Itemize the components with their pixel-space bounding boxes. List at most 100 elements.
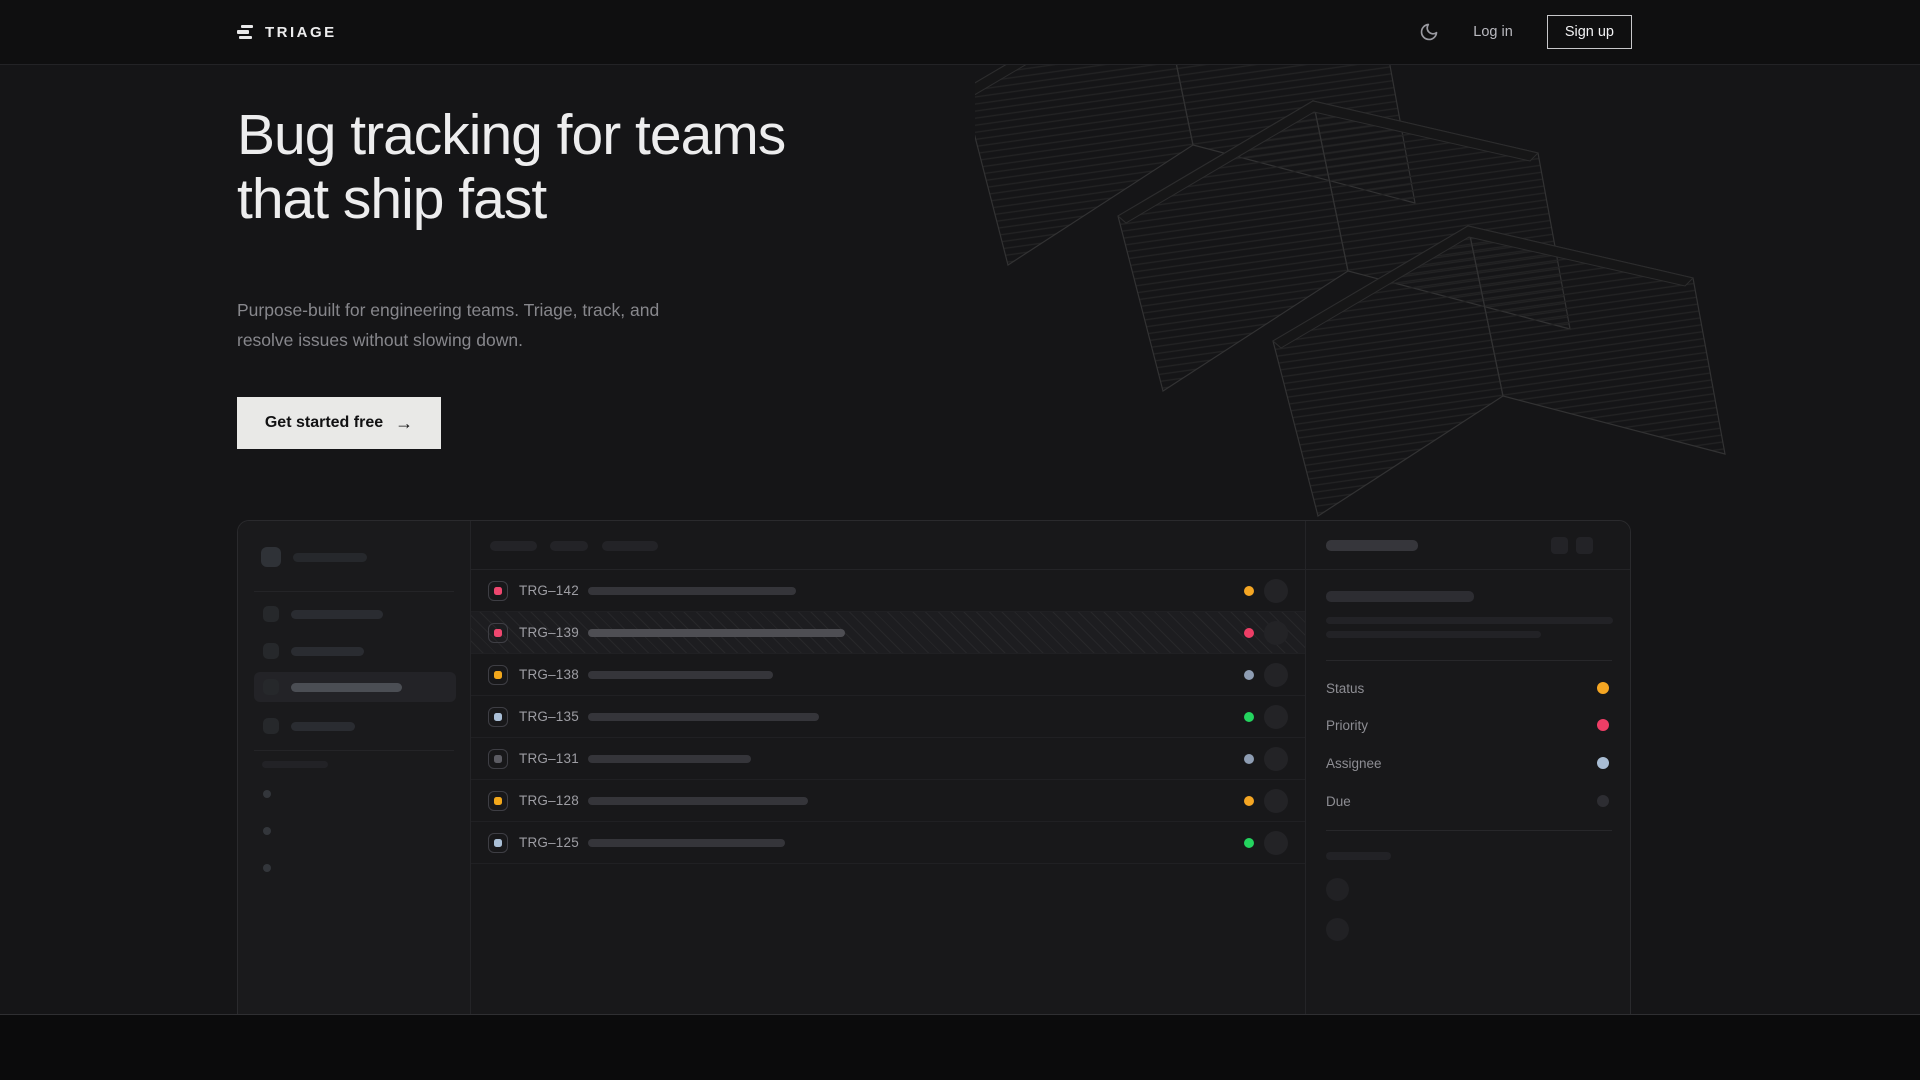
assignee-value-dot bbox=[1597, 757, 1609, 769]
arrow-right-icon: → bbox=[395, 412, 414, 433]
section-label-skeleton bbox=[1326, 852, 1391, 860]
issue-row[interactable]: TRG–135 bbox=[471, 696, 1305, 738]
issue-id: TRG–125 bbox=[519, 835, 579, 850]
hero-subtitle-line2: resolve issues without slowing down. bbox=[237, 330, 523, 350]
mockup-sidebar bbox=[238, 521, 471, 1014]
panel-divider bbox=[1326, 660, 1612, 661]
issue-type-icon bbox=[488, 832, 508, 853]
workspace-name-skeleton bbox=[293, 552, 367, 562]
app-mockup: TRG–142 TRG–139 TRG–138 bbox=[237, 520, 1631, 1014]
property-label: Assignee bbox=[1326, 756, 1382, 771]
top-nav: TRIAGE Log in Sign up bbox=[0, 0, 1920, 65]
workspace-avatar bbox=[261, 547, 281, 567]
assignee-avatar[interactable] bbox=[1264, 788, 1288, 813]
get-started-label: Get started free bbox=[264, 414, 384, 431]
due-value-dot bbox=[1597, 795, 1609, 807]
issue-type-icon bbox=[488, 706, 508, 727]
issue-id: TRG–138 bbox=[519, 667, 579, 682]
property-row-due[interactable]: Due bbox=[1326, 794, 1612, 809]
sidebar-section-label-skeleton bbox=[262, 761, 328, 768]
issue-list-header bbox=[471, 521, 1305, 570]
signup-button[interactable]: Sign up bbox=[1546, 15, 1632, 49]
description-line-skeleton bbox=[1326, 617, 1613, 624]
issue-row[interactable]: TRG–128 bbox=[471, 780, 1305, 822]
property-row-status[interactable]: Status bbox=[1326, 681, 1612, 696]
sidebar-item-label-skeleton bbox=[291, 721, 355, 731]
workspace-switcher[interactable] bbox=[261, 547, 367, 567]
detail-title-skeleton bbox=[1326, 540, 1418, 551]
status-dot bbox=[1244, 669, 1254, 680]
detail-action-button[interactable] bbox=[1551, 537, 1568, 554]
sidebar-item-1[interactable] bbox=[254, 599, 456, 629]
issue-row[interactable]: TRG–125 bbox=[471, 822, 1305, 864]
property-label: Status bbox=[1326, 681, 1365, 696]
status-dot bbox=[1244, 627, 1254, 638]
moon-icon[interactable] bbox=[1419, 22, 1439, 42]
list-tab-skeleton[interactable] bbox=[550, 541, 588, 551]
detail-action-button[interactable] bbox=[1576, 537, 1593, 554]
sidebar-item-4[interactable] bbox=[254, 711, 456, 741]
sidebar-item-label-skeleton bbox=[291, 682, 402, 692]
issue-row[interactable]: TRG–131 bbox=[471, 738, 1305, 780]
status-dot bbox=[1244, 711, 1254, 722]
comment-avatar-skeleton bbox=[1326, 918, 1349, 941]
issue-id: TRG–131 bbox=[519, 751, 579, 766]
comment-avatar-skeleton bbox=[1326, 878, 1349, 901]
issue-list: TRG–142 TRG–139 TRG–138 bbox=[471, 521, 1306, 1014]
detail-panel: Status Priority Assignee Due bbox=[1306, 521, 1630, 1014]
hero-section: Bug tracking for teams that ship fast Pu… bbox=[0, 65, 1920, 1014]
status-value-dot bbox=[1597, 682, 1609, 694]
assignee-avatar[interactable] bbox=[1264, 578, 1288, 603]
issue-title-skeleton bbox=[588, 754, 751, 763]
status-dot bbox=[1244, 795, 1254, 806]
nav-actions: Log in Sign up bbox=[1419, 0, 1632, 64]
assignee-avatar[interactable] bbox=[1264, 746, 1288, 771]
list-tab-skeleton[interactable] bbox=[602, 541, 658, 551]
priority-value-dot bbox=[1597, 719, 1609, 731]
login-link[interactable]: Log in bbox=[1473, 24, 1513, 40]
assignee-avatar[interactable] bbox=[1264, 662, 1288, 687]
issue-id: TRG–135 bbox=[519, 709, 579, 724]
sidebar-item-2[interactable] bbox=[254, 636, 456, 666]
assignee-avatar[interactable] bbox=[1264, 830, 1288, 855]
brand-logo[interactable]: TRIAGE bbox=[237, 0, 337, 64]
issue-row[interactable]: TRG–138 bbox=[471, 654, 1305, 696]
issue-type-icon bbox=[488, 580, 508, 601]
get-started-button[interactable]: Get started free → bbox=[237, 397, 441, 449]
issue-row-selected[interactable]: TRG–139 bbox=[471, 612, 1305, 654]
property-row-assignee[interactable]: Assignee bbox=[1326, 756, 1612, 771]
hero-subtitle: Purpose-built for engineering teams. Tri… bbox=[237, 295, 659, 355]
issue-title-skeleton bbox=[588, 838, 785, 847]
status-dot bbox=[1244, 585, 1254, 596]
issue-title-skeleton bbox=[588, 796, 808, 805]
issue-title-skeleton bbox=[588, 628, 845, 637]
sidebar-item-label-skeleton bbox=[291, 646, 364, 656]
sidebar-item-3-active[interactable] bbox=[254, 672, 456, 702]
issue-title-skeleton bbox=[588, 670, 773, 679]
list-tab-skeleton[interactable] bbox=[490, 541, 537, 551]
hero-subtitle-line1: Purpose-built for engineering teams. Tri… bbox=[237, 300, 660, 320]
sidebar-divider bbox=[254, 750, 454, 751]
property-label: Due bbox=[1326, 794, 1351, 809]
sidebar-dot-item[interactable] bbox=[263, 827, 271, 835]
property-row-priority[interactable]: Priority bbox=[1326, 718, 1612, 733]
sidebar-item-icon bbox=[263, 679, 279, 695]
hero-title: Bug tracking for teams that ship fast bbox=[237, 103, 786, 231]
sidebar-dot-item[interactable] bbox=[263, 790, 271, 798]
sidebar-item-label-skeleton bbox=[291, 609, 383, 619]
status-dot bbox=[1244, 837, 1254, 848]
issue-id: TRG–142 bbox=[519, 583, 579, 598]
sidebar-item-icon bbox=[263, 718, 279, 734]
sidebar-item-icon bbox=[263, 643, 279, 659]
sidebar-divider bbox=[254, 591, 454, 592]
sidebar-dot-item[interactable] bbox=[263, 864, 271, 872]
issue-row[interactable]: TRG–142 bbox=[471, 570, 1305, 612]
description-line-skeleton bbox=[1326, 631, 1541, 638]
issue-title-skeleton bbox=[588, 712, 819, 721]
wireframe-decoration bbox=[975, 65, 1726, 517]
panel-divider bbox=[1326, 830, 1612, 831]
assignee-avatar[interactable] bbox=[1264, 704, 1288, 729]
assignee-avatar[interactable] bbox=[1264, 620, 1288, 645]
issue-id: TRG–139 bbox=[519, 625, 579, 640]
